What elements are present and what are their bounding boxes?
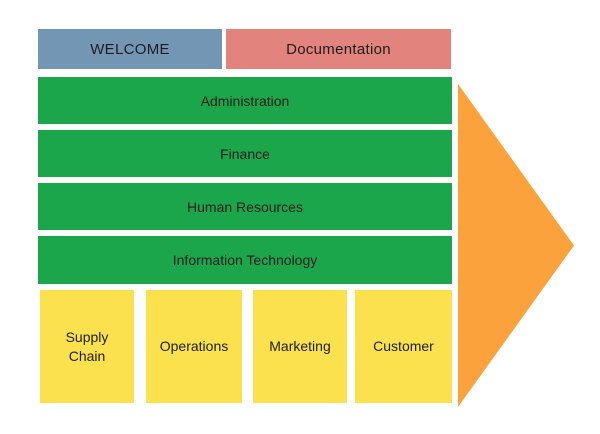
department-bar-information-technology[interactable]: Information Technology (38, 236, 452, 284)
unit-block-operations[interactable]: Operations (146, 290, 242, 403)
unit-label: Supply Chain (65, 328, 109, 364)
unit-label: Marketing (269, 338, 331, 355)
tab-welcome[interactable]: WELCOME (38, 29, 222, 69)
tab-documentation-label: Documentation (286, 40, 391, 58)
department-label: Human Resources (187, 198, 303, 215)
department-label: Finance (220, 145, 270, 162)
tab-welcome-label: WELCOME (90, 40, 170, 58)
department-label: Information Technology (172, 252, 318, 268)
unit-label: Customer (373, 338, 434, 355)
unit-label: Operations (159, 338, 229, 355)
department-bar-administration[interactable]: Administration (38, 77, 452, 124)
department-label: Administration (200, 92, 290, 109)
tab-documentation[interactable]: Documentation (226, 29, 451, 69)
unit-block-supply-chain[interactable]: Supply Chain (40, 290, 134, 403)
right-arrow-shape (458, 84, 574, 407)
department-bar-finance[interactable]: Finance (38, 130, 452, 177)
unit-block-customer[interactable]: Customer (355, 290, 452, 403)
department-bar-human-resources[interactable]: Human Resources (38, 183, 452, 230)
unit-block-marketing[interactable]: Marketing (253, 290, 347, 403)
